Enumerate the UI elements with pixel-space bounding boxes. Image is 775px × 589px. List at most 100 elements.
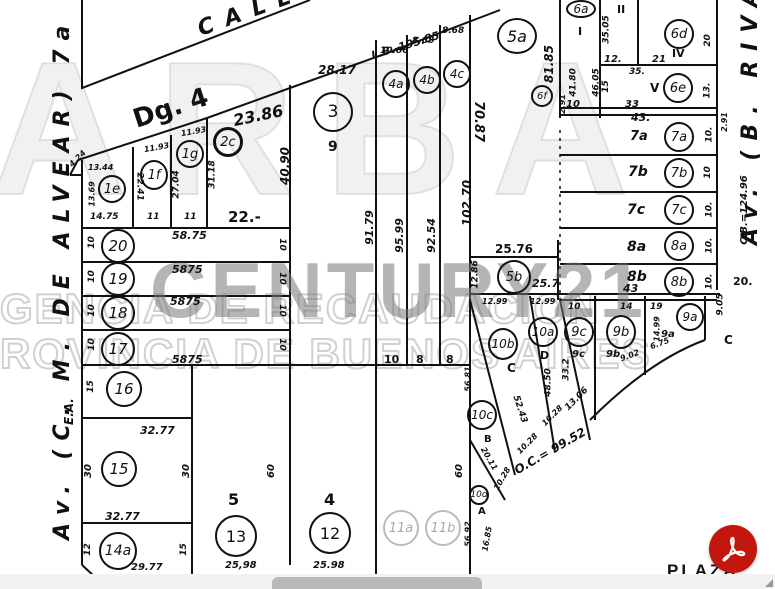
- sector-i: I: [578, 25, 583, 38]
- parcel-6e[interactable]: 6e: [663, 73, 693, 103]
- measure-30a: 30: [82, 464, 94, 478]
- measure-33-2: 33.2: [561, 358, 572, 381]
- parcel-4a[interactable]: 4a: [382, 70, 410, 98]
- measure-10-r20: 10: [276, 238, 287, 251]
- parcel-4c[interactable]: 4c: [443, 60, 471, 88]
- horizontal-scrollbar-thumb[interactable]: [272, 577, 482, 589]
- sublabel-8a: 8a: [627, 239, 647, 255]
- measure-10-86: 10.86: [380, 46, 409, 56]
- parcel-7a[interactable]: 7a: [664, 122, 694, 152]
- measure-10-r19: 10: [276, 272, 287, 285]
- measure-8b: 8: [446, 353, 454, 366]
- sector-ii: II: [617, 3, 626, 16]
- parcel-6d[interactable]: 6d: [664, 19, 694, 49]
- measure-11a: 11: [147, 212, 160, 222]
- parcel-3[interactable]: 3: [313, 92, 353, 132]
- parcel-9a[interactable]: 9a: [676, 303, 704, 331]
- resize-grip-icon[interactable]: [765, 579, 773, 587]
- letter-c: C: [507, 361, 516, 375]
- parcel-1g[interactable]: 1g: [176, 140, 204, 168]
- sector-v: V: [650, 81, 660, 95]
- measure-95-99: 95.99: [392, 218, 406, 253]
- parcel-2c[interactable]: 2c: [213, 127, 243, 157]
- parcel-11b[interactable]: 11b: [425, 510, 461, 546]
- parcel-17[interactable]: 17: [101, 332, 135, 366]
- parcel-18[interactable]: 18: [101, 296, 135, 330]
- parcel-10a[interactable]: 10a: [528, 317, 558, 347]
- parcel-10c[interactable]: 10c: [467, 400, 497, 430]
- measure-15-14: 15: [178, 543, 189, 556]
- measure-13-6e: 13.: [702, 82, 713, 99]
- measure-8-68b: 8.68: [442, 26, 465, 36]
- sublabel-7a: 7a: [630, 129, 648, 144]
- measure-2-91b: 2.91: [719, 112, 729, 132]
- measure-14-75: 14.75: [90, 212, 119, 222]
- parcel-9b[interactable]: 9b: [606, 315, 636, 349]
- parcel-1f[interactable]: 1f: [140, 160, 168, 190]
- measure-43a: 43.: [631, 111, 651, 124]
- measure-58-75d: 5875: [172, 353, 203, 366]
- measure-11b: 11: [184, 212, 197, 222]
- measure-10-r17: 10: [276, 338, 287, 351]
- parcel-7b[interactable]: 7b: [664, 158, 694, 188]
- parcel-1e[interactable]: 1e: [98, 175, 126, 203]
- letter-a: A: [478, 506, 486, 517]
- parcel-10b[interactable]: 10b: [488, 328, 518, 360]
- parcel-8a[interactable]: 8a: [664, 231, 694, 261]
- parcel-6f[interactable]: 6f: [531, 85, 553, 107]
- parcel-10d[interactable]: 10d: [469, 485, 489, 505]
- measure-33: 33: [625, 99, 639, 110]
- block-number-9: 9: [328, 139, 338, 155]
- measure-12-99b: 12.99: [530, 297, 556, 306]
- parcel-5b[interactable]: 5b: [497, 260, 531, 294]
- parcel-8b[interactable]: 8b: [664, 267, 694, 297]
- measure-22-41: 22.41: [134, 172, 145, 201]
- measure-9-05: 9.05: [715, 293, 726, 316]
- parcel-5a[interactable]: 5a: [497, 18, 537, 54]
- ea-label: E.A.: [62, 398, 76, 425]
- measure-25-76: 25.76: [495, 242, 533, 256]
- parcel-20[interactable]: 20: [101, 229, 135, 263]
- adobe-pdf-icon[interactable]: [709, 525, 757, 573]
- measure-35: 35.: [629, 67, 645, 77]
- measure-25-98a: 25,98: [225, 560, 257, 571]
- measure-60a: 60: [265, 464, 277, 478]
- measure-56-92: 56.92: [463, 521, 473, 547]
- parcel-13[interactable]: 13: [215, 515, 257, 557]
- acrobat-glyph-icon: [722, 536, 746, 562]
- measure-8-68a: 8.68: [412, 36, 435, 46]
- measure-10-19: 10: [86, 270, 97, 283]
- parcel-7c[interactable]: 7c: [664, 195, 694, 225]
- measure-14-9b: 14: [620, 302, 633, 312]
- measure-8a: 8: [416, 353, 424, 366]
- parcel-12[interactable]: 12: [309, 512, 351, 554]
- measure-10-r18: 10: [276, 304, 287, 317]
- parcel-15[interactable]: 15: [101, 451, 137, 487]
- measure-32-77b: 32.77: [105, 510, 140, 523]
- parcel-19[interactable]: 19: [101, 262, 135, 296]
- letter-c2: C: [724, 333, 733, 347]
- parcel-9c[interactable]: 9c: [564, 317, 594, 347]
- measure-10-20: 10: [86, 236, 97, 249]
- measure-10-c: 10: [384, 353, 400, 366]
- letter-d: D: [540, 349, 550, 362]
- street-av-alvear-label: Av. (C. M. DE ALVEAR) 7a: [50, 16, 75, 540]
- block-number-5: 5: [228, 490, 240, 509]
- measure-41-80: 41.80: [568, 68, 579, 97]
- measure-10-8b: 10.: [704, 273, 715, 290]
- letter-b: B: [484, 434, 492, 445]
- measure-12-86: 12.86: [470, 260, 481, 289]
- parcel-16[interactable]: 16: [106, 371, 142, 407]
- parcel-6a[interactable]: 6a: [566, 0, 596, 18]
- parcel-11a[interactable]: 11a: [383, 510, 419, 546]
- parcel-14a[interactable]: 14a: [99, 532, 137, 570]
- measure-15-left: 15: [600, 80, 611, 93]
- measure-25-7: 25.7: [532, 277, 560, 290]
- measure-20: 20.: [733, 275, 753, 288]
- measure-20-6d: 20: [702, 34, 713, 47]
- sublabel-9b: 9b: [606, 349, 621, 360]
- measure-10-9c: 10: [568, 302, 581, 312]
- parcel-4b[interactable]: 4b: [413, 66, 441, 94]
